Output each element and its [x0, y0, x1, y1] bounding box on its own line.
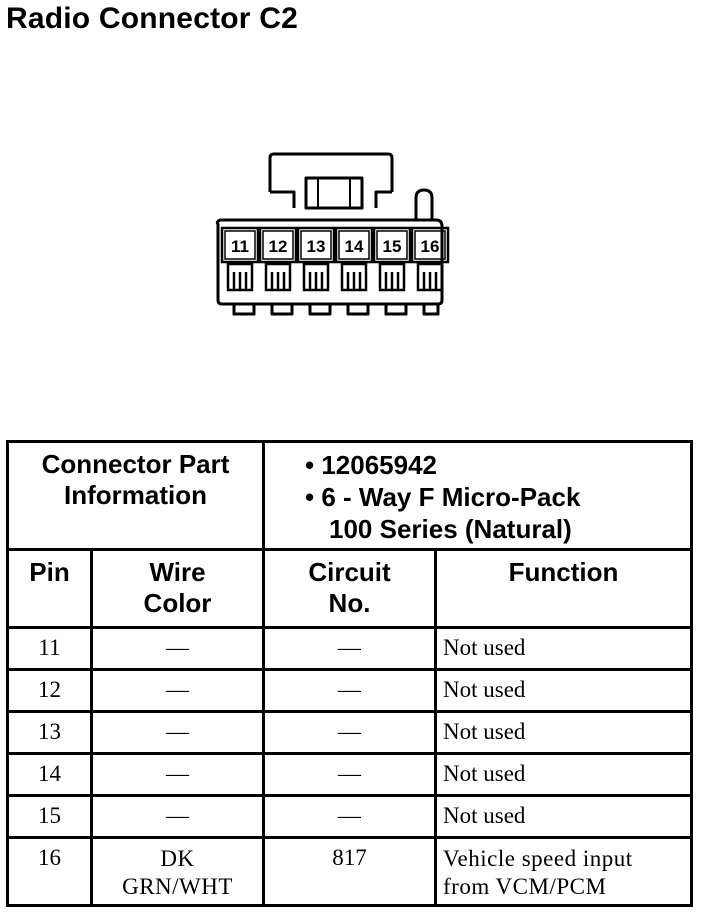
cell-pin: 13 — [6, 710, 93, 755]
pin-number: 16 — [38, 845, 61, 870]
cell-pin: 11 — [6, 626, 93, 671]
table-row: 14 — — Not used — [6, 752, 693, 797]
wire-color-text: — — [166, 677, 189, 702]
part-desc-line-2: 100 Series (Natural) — [329, 514, 572, 544]
circuit-number: — — [338, 803, 361, 828]
cell-circuit-no: — — [262, 752, 437, 797]
cell-pin: 14 — [6, 752, 93, 797]
cell-pin: 15 — [6, 794, 93, 839]
table-row: 15 — — Not used — [6, 794, 693, 839]
wire-color-text: — — [166, 635, 189, 660]
function-text: Vehicle speed input — [443, 846, 633, 871]
function-text: Not used — [443, 635, 526, 660]
wire-color-text: — — [166, 761, 189, 786]
connector-pin-label: 16 — [421, 237, 440, 256]
function-text: Not used — [443, 761, 526, 786]
column-header-wire-color: Wire Color — [90, 548, 265, 629]
cell-circuit-no: — — [262, 626, 437, 671]
pin-number: 11 — [38, 635, 61, 660]
connector-pin-11: 11 — [220, 226, 260, 292]
cell-wire-color: — — [90, 668, 265, 713]
connector-diagram: 11 12 13 14 15 16 — [215, 152, 450, 316]
cell-wire-color: DK GRN/WHT — [90, 836, 265, 907]
pin-number: 12 — [38, 677, 61, 702]
connector-pin-15: 15 — [372, 226, 412, 292]
function-text: from VCM/PCM — [443, 874, 607, 899]
connector-part-label: Connector Part Information — [6, 440, 265, 551]
circuit-number: — — [338, 635, 361, 660]
pin-number: 14 — [38, 761, 61, 786]
page-title: Radio Connector C2 — [6, 2, 298, 35]
connector-pin-label: 11 — [231, 237, 249, 256]
connector-pin-label: 14 — [345, 237, 364, 256]
circuit-number: — — [338, 677, 361, 702]
cell-circuit-no: — — [262, 794, 437, 839]
cell-function: Not used — [434, 668, 693, 713]
connector-part-info: • 12065942 • 6 - Way F Micro-Pack 100 Se… — [262, 440, 693, 551]
wire-color-text: GRN/WHT — [122, 874, 233, 899]
cell-circuit-no: — — [262, 668, 437, 713]
column-header-function-text: Function — [508, 557, 619, 587]
column-header-wire-text-2: Color — [143, 588, 212, 618]
pin-number: 15 — [38, 803, 61, 828]
column-header-pin-text: Pin — [29, 557, 70, 587]
cell-pin: 16 — [6, 836, 93, 907]
cell-wire-color: — — [90, 794, 265, 839]
circuit-number: — — [338, 761, 361, 786]
pin-number: 13 — [38, 719, 61, 744]
cell-function: Not used — [434, 710, 693, 755]
function-text: Not used — [443, 719, 526, 744]
part-number: • 12065942 — [305, 450, 438, 480]
wire-color-text: DK — [160, 846, 195, 871]
wire-color-text: — — [166, 719, 189, 744]
connector-pin-12: 12 — [258, 226, 298, 292]
column-header-circuit: Circuit No. — [262, 548, 437, 629]
function-text: Not used — [443, 677, 526, 702]
cell-pin: 12 — [6, 668, 93, 713]
function-text: Not used — [443, 803, 526, 828]
connector-pin-label: 13 — [307, 237, 326, 256]
table-row: 13 — — Not used — [6, 710, 693, 755]
column-header-pin: Pin — [6, 548, 93, 629]
connector-pin-label: 15 — [383, 237, 402, 256]
column-header-wire-text-1: Wire — [149, 557, 206, 587]
cell-function: Not used — [434, 752, 693, 797]
circuit-number: 817 — [332, 845, 367, 870]
connector-info-table: Connector Part Information • 12065942 • … — [6, 440, 693, 907]
cell-function: Vehicle speed input from VCM/PCM — [434, 836, 693, 907]
cell-circuit-no: 817 — [262, 836, 437, 907]
table-row: 12 — — Not used — [6, 668, 693, 713]
cell-wire-color: — — [90, 710, 265, 755]
cell-circuit-no: — — [262, 710, 437, 755]
wire-color-text: — — [166, 803, 189, 828]
connector-pin-13: 13 — [296, 226, 336, 292]
cell-wire-color: — — [90, 626, 265, 671]
column-header-circuit-text-2: No. — [328, 588, 371, 618]
column-header-function: Function — [434, 548, 693, 629]
part-label-line-2: Information — [64, 480, 207, 510]
table-row: 11 — — Not used — [6, 626, 693, 671]
cell-function: Not used — [434, 794, 693, 839]
part-desc-line-1: • 6 - Way F Micro-Pack — [305, 482, 581, 512]
cell-wire-color: — — [90, 752, 265, 797]
table-row: 16 DK GRN/WHT 817 Vehicle speed input from VC… — [6, 836, 693, 907]
circuit-number: — — [338, 719, 361, 744]
connector-pin-16: 16 — [410, 226, 450, 292]
cell-function: Not used — [434, 626, 693, 671]
connector-pin-14: 14 — [334, 226, 374, 292]
column-header-circuit-text-1: Circuit — [308, 557, 391, 587]
connector-pin-label: 12 — [269, 237, 288, 256]
part-label-line-1: Connector Part — [41, 449, 230, 479]
